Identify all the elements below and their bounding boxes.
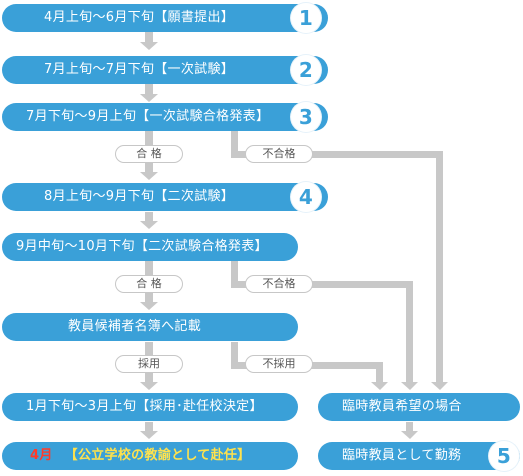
step-application-text: 4月上旬～6月下旬【願書提出】 — [44, 10, 235, 25]
step-second-exam-text: 8月上旬～9月下旬【二次試験】 — [44, 189, 235, 204]
pass-tag: 合 格 — [115, 275, 183, 293]
temp-teacher-work: 臨時教員として勤務 5 — [318, 441, 520, 471]
temp-teacher-request: 臨時教員希望の場合 — [318, 393, 520, 421]
step-assignment-text: 1月下旬～3月上旬【採用･赴任校決定】 — [26, 399, 263, 414]
step-number-5: 5 — [489, 441, 519, 471]
step-second-exam-results-text: 9月中旬～10月下旬【二次試験合格発表】 — [16, 239, 268, 254]
step-first-exam: 7月上旬～7月下旬【一次試験】 2 — [2, 55, 328, 85]
pass-tag: 合 格 — [115, 145, 183, 163]
appointment-text: 【公立学校の教諭として赴任】 — [64, 448, 251, 463]
hire-tag: 採用 — [115, 355, 183, 373]
step-first-exam-results: 7月下旬～9月上旬【一次試験合格発表】 3 — [2, 102, 328, 132]
step-number-4: 4 — [291, 182, 321, 212]
step-assignment: 1月下旬～3月上旬【採用･赴任校決定】 — [2, 393, 298, 421]
step-application: 4月上旬～6月下旬【願書提出】 1 — [2, 3, 328, 33]
step-candidate-list-text: 教員候補者名簿へ記載 — [68, 319, 202, 334]
step-number-3: 3 — [291, 102, 321, 132]
step-first-exam-results-text: 7月下旬～9月上旬【一次試験合格発表】 — [26, 109, 270, 124]
no-hire-tag: 不採用 — [245, 355, 313, 373]
step-number-2: 2 — [291, 55, 321, 85]
step-appointment: 4月【公立学校の教諭として赴任】 — [2, 442, 298, 470]
fail-tag: 不合格 — [245, 275, 313, 293]
temp-teacher-work-text: 臨時教員として勤務 — [342, 448, 462, 463]
temp-teacher-request-text: 臨時教員希望の場合 — [342, 399, 462, 414]
step-number-1: 1 — [291, 3, 321, 33]
step-second-exam-results: 9月中旬～10月下旬【二次試験合格発表】 — [2, 233, 298, 261]
step-candidate-list: 教員候補者名簿へ記載 — [2, 313, 298, 341]
step-second-exam: 8月上旬～9月下旬【二次試験】 4 — [2, 182, 328, 212]
fail-tag: 不合格 — [245, 145, 313, 163]
step-first-exam-text: 7月上旬～7月下旬【一次試験】 — [44, 62, 235, 77]
appointment-month: 4月 — [30, 448, 53, 463]
